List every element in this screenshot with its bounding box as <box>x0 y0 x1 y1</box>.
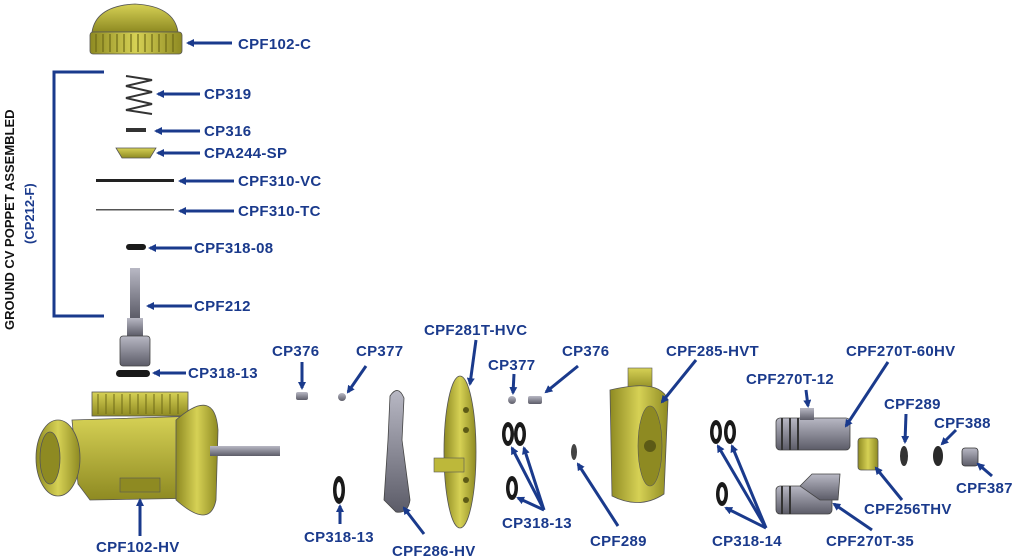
washer-377-left-part <box>338 393 346 401</box>
arrow-cp318-14-1 <box>716 444 768 529</box>
arrow-cpf388 <box>940 428 958 446</box>
label-cp318-14: CP318-14 <box>712 533 782 550</box>
label-cpf289-b: CPF289 <box>590 533 647 550</box>
label-cp319: CP319 <box>204 86 251 103</box>
arrow-cp376-b <box>544 364 579 394</box>
label-cp376-b: CP376 <box>562 343 609 360</box>
screw-376-right-part <box>528 396 542 404</box>
housing-285-part <box>609 367 669 503</box>
oring-13-mid-part <box>502 422 526 500</box>
label-cp316: CP316 <box>204 123 251 140</box>
label-cpf388: CPF388 <box>934 415 991 432</box>
label-cpa244-sp: CPA244-SP <box>204 145 287 162</box>
label-cp318-13-b: CP318-13 <box>304 529 374 546</box>
arrow-cpf289-a <box>901 413 910 444</box>
label-cpf285-hvt: CPF285-HVT <box>666 343 759 360</box>
poppet-stem-part <box>119 268 151 367</box>
small-rod-part <box>126 128 146 132</box>
label-cp318-13-a: CP318-13 <box>188 365 258 382</box>
arrow-cpf286-hv <box>402 506 426 535</box>
arrow-cpf285-hvt <box>660 359 698 404</box>
arrow-cp377-b <box>509 373 518 395</box>
label-cpf270t-60hv: CPF270T-60HV <box>846 343 955 360</box>
label-cp377-a: CP377 <box>356 343 403 360</box>
cartridge-270t-35-part <box>775 473 841 515</box>
arrow-cp377-a <box>346 365 368 394</box>
screw-376-left-part <box>296 392 308 400</box>
label-cp318-13-c: CP318-13 <box>502 515 572 532</box>
oring-08-part <box>126 244 146 250</box>
label-cpf387: CPF387 <box>956 480 1013 497</box>
cartridge-270t-60hv-part <box>775 408 851 451</box>
long-rod-tc-part <box>96 209 174 211</box>
label-cpf289-a: CPF289 <box>884 396 941 413</box>
bracket-title: GROUND CV POPPET ASSEMBLED <box>2 109 17 330</box>
label-cpf270t-12: CPF270T-12 <box>746 371 834 388</box>
arrow-cp318-14-2 <box>730 444 768 529</box>
valve-body-part <box>35 391 280 516</box>
washer-377-right-part <box>508 396 516 404</box>
oring-14-part <box>710 420 736 506</box>
arrow-cpf281t-hvc <box>466 339 478 386</box>
cap-nut-387-part <box>961 447 979 467</box>
label-cpf310-vc: CPF310-VC <box>238 173 322 190</box>
leader-arrows <box>136 39 993 536</box>
arrow-cpf256thv <box>874 466 904 501</box>
arrow-cp318-13-c2 <box>522 446 546 511</box>
label-cp377-b: CP377 <box>488 357 535 374</box>
ring-289-left-part <box>571 444 577 460</box>
spring-part <box>125 75 153 115</box>
nut-256thv-part <box>857 437 879 471</box>
label-cpf270t-35: CPF270T-35 <box>826 533 914 550</box>
oring-13-top-part <box>116 370 150 377</box>
washer-388-part <box>933 446 943 466</box>
arrow-cpf270t-12 <box>803 389 812 408</box>
long-rod-vc-part <box>96 179 174 182</box>
label-cpf318-08: CPF318-08 <box>194 240 273 257</box>
ring-289-right-part <box>900 446 908 466</box>
oring-13-left-hole <box>336 482 342 498</box>
arrow-cpf270t-60hv <box>844 361 890 428</box>
label-cpf310-tc: CPF310-TC <box>238 203 321 220</box>
label-cpf286-hv: CPF286-HV <box>392 543 476 560</box>
label-cpf212: CPF212 <box>194 298 251 315</box>
arrow-cpf289-b <box>576 462 620 527</box>
label-cp376-a: CP376 <box>272 343 319 360</box>
seal-plate-part <box>115 147 157 159</box>
arrow-cp318-14-3 <box>724 506 767 530</box>
label-cpf102-c: CPF102-C <box>238 36 311 53</box>
arrow-cp318-13-c3 <box>516 496 545 512</box>
label-cpf102-hv: CPF102-HV <box>96 539 180 556</box>
arrow-cpf270t-35 <box>832 502 873 532</box>
cap-part <box>89 3 183 55</box>
label-cpf256thv: CPF256THV <box>864 501 952 518</box>
arrow-cp318-13-c1 <box>510 446 546 511</box>
label-cpf281t-hvc: CPF281T-HVC <box>424 322 527 339</box>
arrow-cpf387 <box>976 462 993 478</box>
assembly-bracket <box>52 70 104 318</box>
disc-281t-part <box>433 375 477 529</box>
bracket-part-number: (CP212-F) <box>22 183 37 244</box>
lever-part <box>383 390 411 513</box>
